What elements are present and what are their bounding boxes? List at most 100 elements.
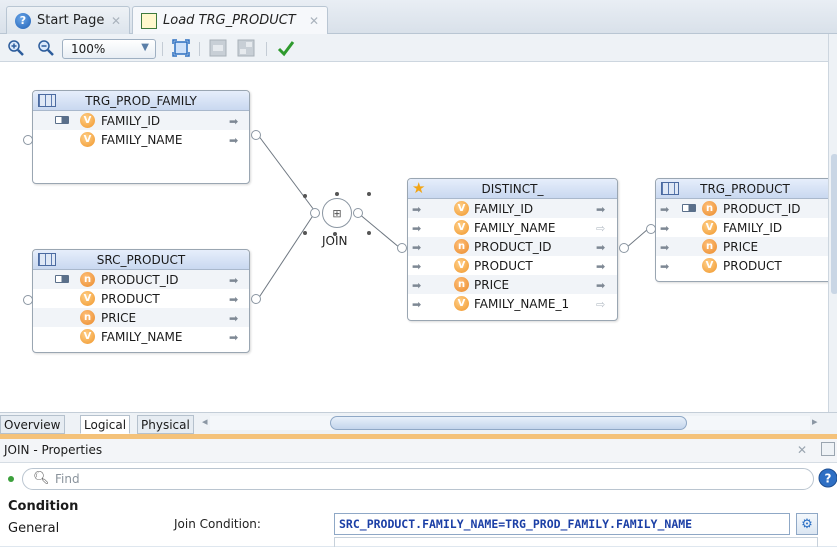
arrow-right-outline-icon: ⇨ — [596, 298, 606, 311]
scrollbar-thumb[interactable] — [831, 154, 837, 294]
output-port[interactable] — [619, 243, 629, 253]
attribute-row[interactable]: n PRICE ➡ — [33, 308, 249, 327]
varchar-icon: V — [454, 296, 469, 311]
vertical-scrollbar[interactable] — [828, 34, 837, 412]
selection-handle[interactable] — [367, 192, 371, 196]
join-component[interactable]: ⊞ — [322, 198, 352, 228]
number-icon: n — [454, 239, 469, 254]
attribute-row[interactable]: V FAMILY_ID ➡ — [33, 111, 249, 130]
attribute-row[interactable]: ➡ n PRODUCT_ID ➡ — [408, 237, 617, 256]
datastore-trg-prod-family[interactable]: TRG_PROD_FAMILY V FAMILY_ID ➡ V FAMILY_N… — [32, 90, 250, 184]
join-condition-field[interactable]: SRC_PRODUCT.FAMILY_NAME=TRG_PROD_FAMILY.… — [334, 513, 790, 535]
output-port[interactable] — [251, 294, 261, 304]
input-port[interactable] — [397, 243, 407, 253]
join-condition-extra-field[interactable] — [334, 537, 818, 547]
selection-handle[interactable] — [303, 231, 307, 235]
panel-splitter[interactable] — [0, 434, 837, 439]
attribute-name: PRODUCT_ID — [723, 201, 801, 216]
join-label: JOIN — [322, 234, 348, 248]
close-icon[interactable]: ✕ — [308, 13, 319, 28]
validate-icon[interactable] — [276, 38, 296, 58]
layout-icon[interactable] — [208, 38, 228, 58]
tab-load-trg-product[interactable]: Load TRG_PRODUCT ✕ — [132, 6, 328, 34]
join-output-port[interactable] — [353, 208, 363, 218]
properties-header: JOIN - Properties ✕ — [0, 439, 837, 463]
varchar-icon: V — [454, 220, 469, 235]
attribute-row[interactable]: n PRODUCT_ID ➡ — [33, 270, 249, 289]
datastore-trg-product[interactable]: TRG_PRODUCT ➡ n PRODUCT_ID ➡ V FAMILY_ID… — [655, 178, 828, 282]
varchar-icon: V — [702, 220, 717, 235]
selection-handle[interactable] — [303, 194, 307, 198]
distinct-component[interactable]: ★ DISTINCT_ ➡ V FAMILY_ID ➡ ➡ V FAMILY_N… — [407, 178, 618, 321]
component-header: ★ DISTINCT_ — [408, 179, 617, 199]
search-icon: 🔍︎ — [33, 471, 50, 486]
attribute-row[interactable]: ➡ V FAMILY_NAME ⇨ — [408, 218, 617, 237]
input-port[interactable] — [646, 224, 656, 234]
find-input[interactable]: 🔍︎ Find — [22, 468, 814, 490]
attribute-row[interactable]: ➡ V FAMILY_ID — [656, 218, 828, 237]
attribute-name: PRODUCT — [723, 258, 782, 273]
join-input-port[interactable] — [310, 208, 320, 218]
datastore-src-product[interactable]: SRC_PRODUCT n PRODUCT_ID ➡ V PRODUCT ➡ n… — [32, 249, 250, 353]
zoom-out-icon[interactable] — [36, 38, 56, 58]
attribute-row[interactable]: V FAMILY_NAME ➡ — [33, 130, 249, 149]
datastore-title: TRG_PROD_FAMILY — [85, 93, 197, 108]
expression-editor-button[interactable]: ⚙ — [796, 513, 818, 535]
attribute-name: PRODUCT — [474, 258, 533, 273]
attribute-row[interactable]: V PRODUCT ➡ — [33, 289, 249, 308]
status-dot-icon — [8, 476, 14, 482]
input-port[interactable] — [23, 135, 33, 145]
number-icon: n — [702, 201, 717, 216]
fit-to-window-icon[interactable] — [171, 38, 191, 58]
attribute-row[interactable]: ➡ n PRODUCT_ID — [656, 199, 828, 218]
selection-handle[interactable] — [335, 192, 339, 196]
toolbar-separator — [199, 42, 200, 56]
attribute-row[interactable]: ➡ V PRODUCT ➡ — [408, 256, 617, 275]
scrollbar-track[interactable] — [210, 416, 810, 430]
arrow-right-outline-icon: ⇨ — [596, 222, 606, 235]
mapping-diagram-canvas[interactable]: TRG_PROD_FAMILY V FAMILY_ID ➡ V FAMILY_N… — [0, 62, 828, 412]
help-icon[interactable]: ? — [818, 468, 837, 488]
varchar-icon: V — [454, 201, 469, 216]
zoom-select[interactable]: 100% ▼ — [62, 39, 156, 59]
attribute-row[interactable]: ➡ V FAMILY_ID ➡ — [408, 199, 617, 218]
arrow-right-icon: ➡ — [660, 241, 670, 254]
attribute-name: FAMILY_NAME — [474, 220, 556, 235]
attribute-name: PRICE — [474, 277, 510, 292]
attribute-row[interactable]: ➡ V FAMILY_NAME_1 ⇨ — [408, 294, 617, 313]
attribute-row[interactable]: ➡ V PRODUCT — [656, 256, 828, 275]
attribute-row[interactable]: ➡ n PRICE — [656, 237, 828, 256]
attribute-name: FAMILY_ID — [474, 201, 534, 216]
output-port[interactable] — [251, 130, 261, 140]
section-general[interactable]: General — [8, 521, 60, 536]
input-port[interactable] — [23, 295, 33, 305]
number-icon: n — [702, 239, 717, 254]
datastore-title: SRC_PRODUCT — [96, 252, 186, 267]
scrollbar-thumb[interactable] — [330, 416, 687, 430]
tab-logical[interactable]: Logical — [80, 415, 131, 434]
varchar-icon: V — [702, 258, 717, 273]
tab-physical[interactable]: Physical — [137, 415, 194, 434]
scroll-right-icon[interactable]: ▸ — [812, 415, 818, 428]
horizontal-scrollbar[interactable]: ◂ ▸ — [200, 415, 825, 430]
arrow-right-icon: ➡ — [660, 260, 670, 273]
tab-start-page[interactable]: ? Start Page ✕ — [6, 6, 130, 34]
attribute-row[interactable]: ➡ n PRICE ➡ — [408, 275, 617, 294]
minimize-icon[interactable] — [821, 442, 835, 456]
attribute-row[interactable]: V FAMILY_NAME ➡ — [33, 327, 249, 346]
varchar-icon: V — [80, 132, 95, 147]
arrow-right-icon: ➡ — [660, 222, 670, 235]
validate-layout-icon[interactable] — [236, 38, 256, 58]
selection-handle[interactable] — [333, 232, 337, 236]
zoom-in-icon[interactable] — [6, 38, 26, 58]
toolbar-separator — [266, 42, 267, 56]
arrow-right-icon: ➡ — [229, 115, 239, 128]
close-icon[interactable]: ✕ — [796, 443, 807, 457]
selection-handle[interactable] — [367, 231, 371, 235]
tab-overview[interactable]: Overview — [0, 415, 65, 434]
scroll-left-icon[interactable]: ◂ — [202, 415, 208, 428]
editor-tab-strip: ? Start Page ✕ Load TRG_PRODUCT ✕ — [0, 0, 837, 34]
section-condition[interactable]: Condition — [8, 499, 79, 514]
attribute-name: FAMILY_ID — [723, 220, 783, 235]
close-icon[interactable]: ✕ — [110, 13, 121, 28]
